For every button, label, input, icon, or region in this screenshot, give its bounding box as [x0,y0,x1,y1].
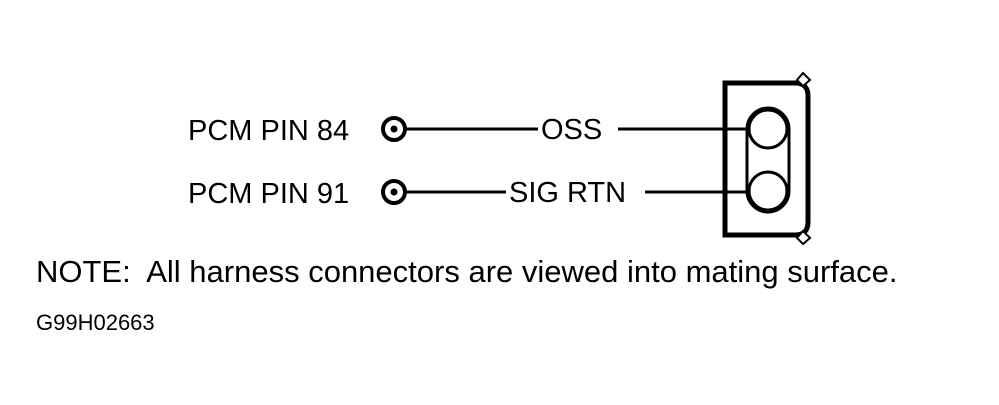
figure-id: G99H02663 [36,310,155,335]
pcm-pin-84-label: PCM PIN 84 [188,115,349,147]
harness-note: NOTE: All harness connectors are viewed … [36,254,898,289]
sig-rtn-wire-label: SIG RTN [509,177,626,209]
connector-cavity-sig-rtn [747,170,789,212]
circuit-row-2: PCM PIN 91 SIG RTN [188,177,758,210]
connector-cavity-oss [747,108,789,150]
pcm-pin-91-label: PCM PIN 91 [188,178,349,210]
oss-wire-label: OSS [541,114,602,146]
pcm-pin-84-terminal-icon [381,116,407,142]
pcm-pin-91-terminal-icon [381,179,407,205]
circuit-row-1: PCM PIN 84 OSS [188,114,758,147]
harness-connector-icon [722,71,812,246]
